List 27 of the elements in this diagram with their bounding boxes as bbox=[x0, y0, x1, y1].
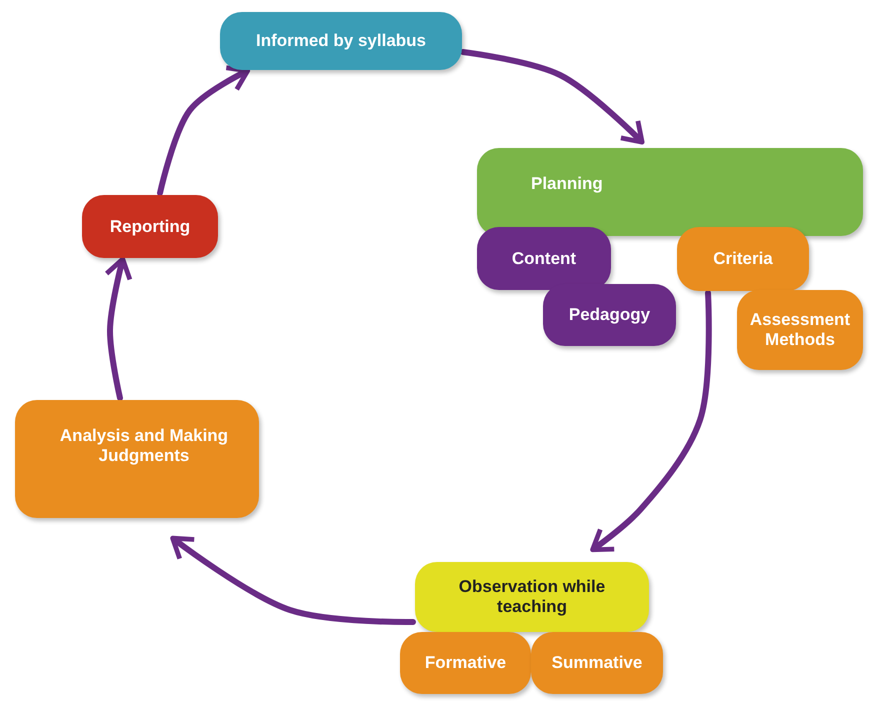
node-label: Content bbox=[512, 248, 576, 268]
process-box bbox=[82, 195, 218, 258]
node-label: Assessment Methods bbox=[748, 310, 852, 350]
node-label: Pedagogy bbox=[568, 305, 650, 325]
sub-box bbox=[15, 400, 259, 518]
sub-box bbox=[400, 632, 531, 694]
node-label: Summative bbox=[552, 653, 642, 673]
arrow bbox=[590, 290, 712, 552]
node-label: Analysis and Making Judgments bbox=[58, 426, 230, 466]
sub-box bbox=[543, 284, 676, 346]
sub-box bbox=[531, 632, 663, 694]
arrow bbox=[170, 536, 416, 626]
node-label: Criteria bbox=[713, 249, 773, 269]
arrow bbox=[157, 66, 250, 196]
planning-band bbox=[477, 148, 863, 236]
sub-box bbox=[477, 227, 611, 290]
sub-box bbox=[737, 290, 863, 370]
arrow bbox=[104, 256, 132, 401]
arrow bbox=[460, 49, 645, 145]
node-label: Reporting bbox=[110, 216, 190, 236]
process-box bbox=[415, 562, 649, 632]
node-label: Formative bbox=[424, 653, 506, 673]
sub-box bbox=[677, 227, 809, 291]
node-label: Observation while teaching bbox=[458, 577, 606, 617]
node-label: Informed by syllabus bbox=[256, 31, 426, 51]
node-label: Planning bbox=[531, 174, 603, 194]
process-box bbox=[220, 12, 462, 70]
